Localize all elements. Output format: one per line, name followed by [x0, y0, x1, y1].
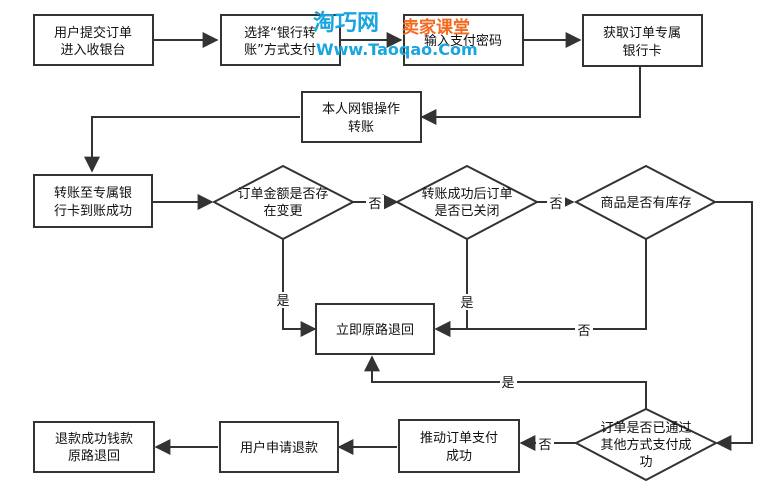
edge-label-d4-yes: 是 — [501, 376, 514, 391]
node-d2-diamond — [394, 164, 540, 241]
node-n1-box — [33, 14, 154, 66]
edge-label-d3-no: 否 — [577, 324, 590, 339]
node-n9-line1: 用户申请退款 — [240, 440, 318, 456]
node-n5-line1: 本人网银操作 — [322, 101, 400, 117]
node-n3-box — [403, 14, 524, 66]
node-n5-line2: 转账 — [348, 120, 374, 135]
node-n6-line2: 行卡到账成功 — [54, 204, 132, 219]
node-n7-box — [315, 303, 435, 355]
watermark: 淘巧网 卖家课堂 Www.Taoqao.Com — [313, 10, 478, 59]
edge-d3-n7 — [434, 239, 647, 337]
node-d4-line2: 其他方式支付成 — [600, 437, 691, 453]
node-d1-diamond — [211, 164, 356, 241]
node-n10-box — [33, 421, 155, 473]
label-bg-d1-yes — [275, 292, 292, 308]
node-n4-box — [582, 14, 703, 67]
edge-label-d2-yes: 是 — [460, 296, 473, 311]
edge-label-d1-no: 否 — [368, 197, 381, 212]
node-d1-line1: 订单金额是否存 — [237, 186, 328, 202]
node-d2-line2: 是否已关闭 — [434, 204, 499, 219]
node-d4-diamond — [573, 407, 719, 482]
node-d2-line1: 转账成功后订单 — [421, 187, 512, 202]
node-d3-line1: 商品是否有库存 — [600, 195, 691, 211]
node-n9-box — [219, 421, 339, 473]
edge-label-d4-no: 否 — [538, 438, 551, 453]
node-n1-line1: 用户提交订单 — [54, 25, 132, 41]
node-n6-line1: 转账至专属银 — [54, 186, 132, 201]
label-bg-d4-yes — [500, 374, 517, 390]
node-n4-line2: 银行卡 — [622, 44, 661, 59]
label-bg-d2-no — [547, 195, 565, 211]
node-n6-box — [33, 174, 153, 228]
node-d4-line3: 功 — [639, 455, 652, 470]
edge-n4-n5 — [420, 66, 641, 125]
node-d4-line1: 订单是否已通过 — [600, 421, 691, 436]
edge-label-d1-yes: 是 — [276, 294, 289, 309]
watermark-url: Www.Taoqao.Com — [316, 40, 478, 59]
edge-d3-d4 — [714, 201, 753, 451]
label-bg-d2-yes — [459, 294, 476, 310]
watermark-tagline: 卖家课堂 — [402, 17, 470, 38]
edge-n5-n6 — [84, 116, 300, 173]
watermark-logo: 淘巧网 — [313, 10, 379, 36]
node-n8-line2: 成功 — [446, 449, 472, 464]
node-n8-line1: 推动订单支付 — [420, 431, 498, 446]
node-n10-line1: 退款成功钱款 — [55, 432, 133, 447]
node-n4-line1: 获取订单专属 — [603, 26, 681, 41]
node-n7-line1: 立即原路退回 — [336, 322, 414, 338]
label-bg-d4-no — [536, 436, 554, 452]
label-bg-d1-no — [366, 195, 384, 211]
node-n5-box — [301, 91, 422, 143]
label-bg-d3-no — [575, 322, 593, 338]
node-n10-line2: 原路退回 — [68, 448, 120, 464]
node-n2-box — [220, 14, 341, 66]
node-n2-line2: 账”方式支付 — [244, 42, 316, 58]
edge-label-d2-no: 否 — [549, 197, 562, 212]
node-n2-line1: 选择“银行转 — [244, 26, 316, 41]
node-d3-diamond — [573, 164, 718, 241]
node-n1-line2: 进入收银台 — [60, 43, 125, 58]
node-n3-line1: 输入支付密码 — [424, 33, 502, 49]
node-n8-box — [398, 419, 520, 473]
edge-d2-n7 — [434, 239, 468, 337]
edge-d1-n7 — [282, 239, 317, 337]
node-d1-line2: 在变更 — [263, 203, 302, 219]
